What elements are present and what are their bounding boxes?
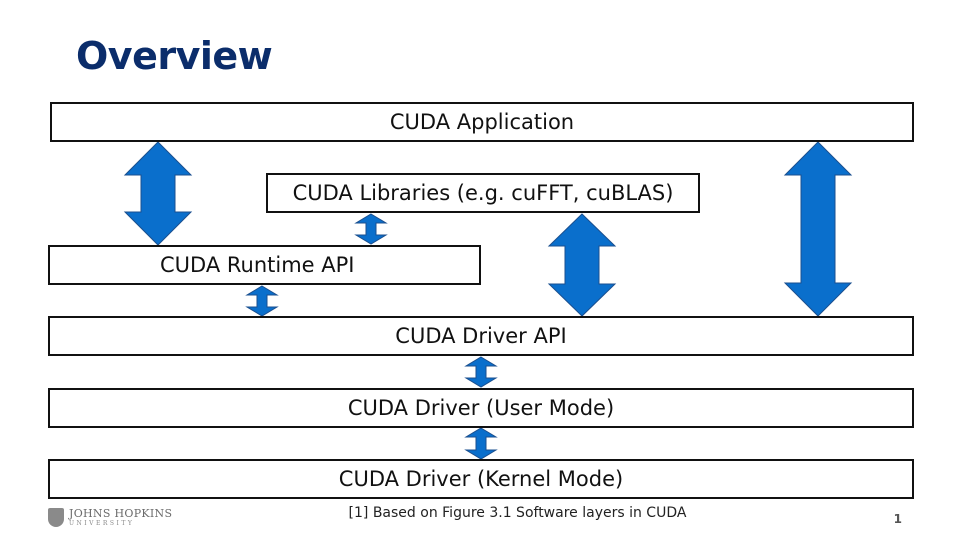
layer-cuda-driver-api: CUDA Driver API bbox=[48, 316, 914, 356]
slide-title: Overview bbox=[76, 34, 273, 78]
layer-cuda-libraries: CUDA Libraries (e.g. cuFFT, cuBLAS) bbox=[266, 173, 700, 213]
arrow-libraries-driverapi bbox=[547, 213, 617, 317]
layer-label: CUDA Libraries (e.g. cuFFT, cuBLAS) bbox=[292, 181, 674, 205]
layer-cuda-driver-kernel-mode: CUDA Driver (Kernel Mode) bbox=[48, 459, 914, 499]
arrow-libraries-runtime bbox=[354, 213, 388, 245]
shield-icon bbox=[48, 508, 64, 527]
layer-cuda-driver-user-mode: CUDA Driver (User Mode) bbox=[48, 388, 914, 428]
university-logo: JOHNS HOPKINS UNIVERSITY bbox=[48, 508, 172, 527]
layer-label: CUDA Application bbox=[389, 110, 575, 134]
layer-cuda-application: CUDA Application bbox=[50, 102, 914, 142]
arrow-runtime-driverapi bbox=[245, 285, 279, 317]
layer-label: CUDA Driver (Kernel Mode) bbox=[338, 467, 624, 491]
logo-subtext: UNIVERSITY bbox=[69, 520, 135, 527]
layer-label: CUDA Driver (User Mode) bbox=[347, 396, 615, 420]
page-number: 1 bbox=[893, 512, 902, 526]
layer-label: CUDA Runtime API bbox=[160, 253, 355, 277]
logo-text: JOHNS HOPKINS bbox=[69, 507, 173, 520]
arrow-driverapi-usermode bbox=[464, 356, 498, 388]
layer-label: CUDA Driver API bbox=[395, 324, 567, 348]
arrow-app-driverapi bbox=[783, 141, 853, 317]
arrow-app-runtime bbox=[123, 141, 193, 246]
footnote: [1] Based on Figure 3.1 Software layers … bbox=[348, 505, 687, 521]
layer-cuda-runtime-api: CUDA Runtime API bbox=[48, 245, 481, 285]
arrow-usermode-kernelmode bbox=[464, 427, 498, 460]
